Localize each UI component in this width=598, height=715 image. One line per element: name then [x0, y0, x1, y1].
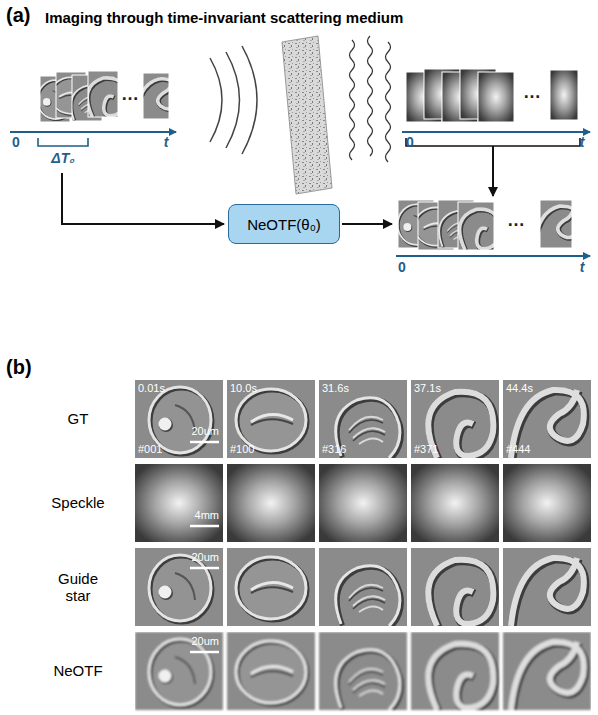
frame-number: #316: [322, 443, 346, 456]
axis-label: t: [580, 134, 585, 150]
row-label: GT: [68, 410, 89, 427]
time-stamp: 31.6s: [322, 382, 349, 395]
gt-row: [135, 380, 591, 460]
axis-origin: 0: [398, 259, 406, 275]
input-frames: [29, 71, 182, 122]
time-stamp: 10.0s: [230, 382, 257, 395]
time-stamp: 37.1s: [414, 382, 441, 395]
guide-star-row: [135, 548, 591, 628]
ellipsis: …: [121, 84, 139, 105]
neotf-row: [135, 632, 591, 712]
axis-label: t: [580, 259, 585, 275]
output-frames: [389, 200, 583, 251]
panel-letter: (a): [6, 4, 30, 27]
interval-label: ΔT₀: [51, 150, 74, 166]
row-label: Guide star: [53, 570, 103, 605]
frame-number: #444: [506, 443, 530, 456]
axis-label: t: [164, 134, 169, 150]
panel-title: Imaging through time-invariant scatterin…: [45, 9, 403, 26]
time-stamp: 0.01s: [138, 382, 165, 395]
axis-origin: 0: [12, 134, 20, 150]
axis-origin: 0: [406, 134, 414, 150]
ellipsis: …: [507, 210, 525, 231]
ellipsis: …: [523, 82, 541, 103]
scale-bar-label: 20um: [191, 425, 219, 438]
frame-number: #100: [230, 443, 254, 456]
time-stamp: 44.4s: [506, 382, 533, 395]
panel-letter: (b): [6, 356, 32, 379]
method-name: NeOTF(θ₀): [247, 216, 321, 233]
scale-bar-label: 20um: [191, 635, 219, 648]
method-box: NeOTF(θ₀): [228, 204, 340, 244]
frame-number: #001: [138, 443, 162, 456]
speckle-row: [135, 464, 591, 542]
scale-bar-label: 4mm: [195, 509, 219, 522]
row-label: NeOTF: [53, 662, 102, 679]
row-label: Speckle: [51, 494, 104, 511]
scale-bar-label: 20um: [191, 551, 219, 564]
frame-number: #371: [414, 443, 438, 456]
